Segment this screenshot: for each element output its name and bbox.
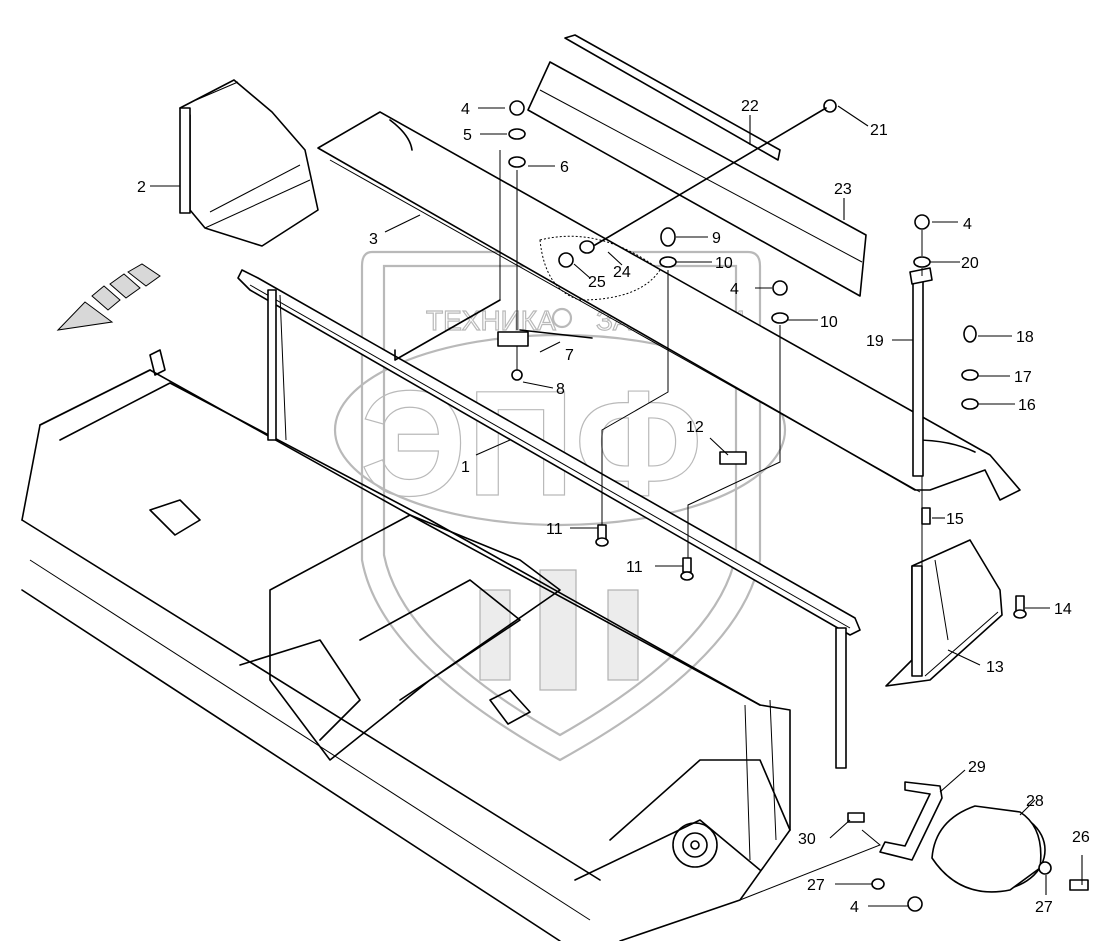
- washer-icon: [913, 256, 931, 268]
- wheat-icon: [479, 569, 639, 691]
- label-4: 4: [461, 101, 470, 118]
- label-10: 10: [820, 314, 838, 331]
- label-5: 5: [463, 127, 472, 144]
- washer-icon: [961, 369, 979, 381]
- direction-arrow-icon: [56, 263, 161, 331]
- label-24: 24: [613, 264, 631, 281]
- label-1: 1: [461, 459, 470, 476]
- washer-icon: [579, 240, 595, 254]
- nut-icon: [509, 100, 525, 116]
- plate-icon: [719, 451, 747, 465]
- washer-icon: [595, 537, 609, 547]
- rod-icon: [519, 329, 593, 339]
- bolt-icon: [597, 524, 607, 540]
- label-12: 12: [686, 419, 704, 436]
- label-16: 16: [1018, 397, 1036, 414]
- bolt-icon: [847, 812, 865, 823]
- clip-icon: [963, 325, 977, 343]
- bolt-icon: [823, 99, 837, 113]
- label-11: 11: [546, 521, 563, 538]
- part-13-side-plate: [885, 539, 1003, 687]
- washer-icon: [659, 256, 677, 268]
- label-14: 14: [1054, 601, 1072, 618]
- leaders: [150, 105, 1083, 907]
- label-21: 21: [870, 122, 888, 139]
- label-28: 28: [1026, 793, 1044, 810]
- label-17: 17: [1014, 369, 1032, 386]
- label-20: 20: [961, 255, 979, 272]
- washer-icon: [1013, 609, 1027, 619]
- label-3: 3: [369, 231, 378, 248]
- label-25: 25: [588, 274, 606, 291]
- washer-icon: [961, 398, 979, 410]
- label-18: 18: [1016, 329, 1034, 346]
- label-4: 4: [850, 899, 859, 916]
- assembly-lines: [499, 150, 923, 901]
- nut-icon: [907, 896, 923, 912]
- nut-icon: [914, 214, 930, 230]
- washer-icon: [680, 571, 694, 581]
- label-4: 4: [963, 216, 972, 233]
- label-26: 26: [1072, 829, 1090, 846]
- bolt-line: [594, 107, 827, 246]
- label-19: 19: [866, 333, 884, 350]
- washer-icon: [1038, 861, 1052, 875]
- label-30: 30: [798, 831, 816, 848]
- label-13: 13: [986, 659, 1004, 676]
- label-10: 10: [715, 255, 733, 272]
- bolt-icon: [511, 369, 523, 381]
- bolt-icon: [682, 557, 692, 573]
- label-4: 4: [730, 281, 739, 298]
- fasteners: [497, 99, 1089, 912]
- label-7: 7: [565, 347, 574, 364]
- washer-icon: [771, 312, 789, 324]
- part-2-side-plate: [179, 79, 319, 247]
- part-1-rail: [237, 269, 861, 769]
- label-11: 11: [626, 559, 643, 576]
- washer-icon: [871, 878, 885, 890]
- nut-icon: [558, 252, 574, 268]
- header-body: [21, 349, 791, 941]
- bolt-icon: [1069, 879, 1089, 891]
- label-27: 27: [807, 877, 825, 894]
- label-9: 9: [712, 230, 721, 247]
- bolt-icon: [921, 507, 931, 525]
- nut-icon: [772, 280, 788, 296]
- clip-icon: [660, 227, 676, 247]
- part-labels: 2 3 4 5 6 7 8 9 10 4 10 24 25 21 22 23 4…: [137, 98, 1090, 916]
- part-23-strip: [527, 34, 867, 297]
- label-29: 29: [968, 759, 986, 776]
- label-8: 8: [556, 381, 565, 398]
- label-23: 23: [834, 181, 852, 198]
- part-29-bracket: [879, 781, 943, 861]
- part-28-drum: [931, 805, 1046, 893]
- label-27: 27: [1035, 899, 1053, 916]
- washer-icon: [508, 156, 526, 168]
- label-2: 2: [137, 179, 146, 196]
- gear-icon: [551, 307, 573, 329]
- plate-icon: [497, 331, 529, 347]
- part-3-upper-cover: [317, 111, 1021, 501]
- label-6: 6: [560, 159, 569, 176]
- label-22: 22: [741, 98, 759, 115]
- part-19-rod: [909, 267, 933, 477]
- washer-icon: [508, 128, 526, 140]
- label-15: 15: [946, 511, 964, 528]
